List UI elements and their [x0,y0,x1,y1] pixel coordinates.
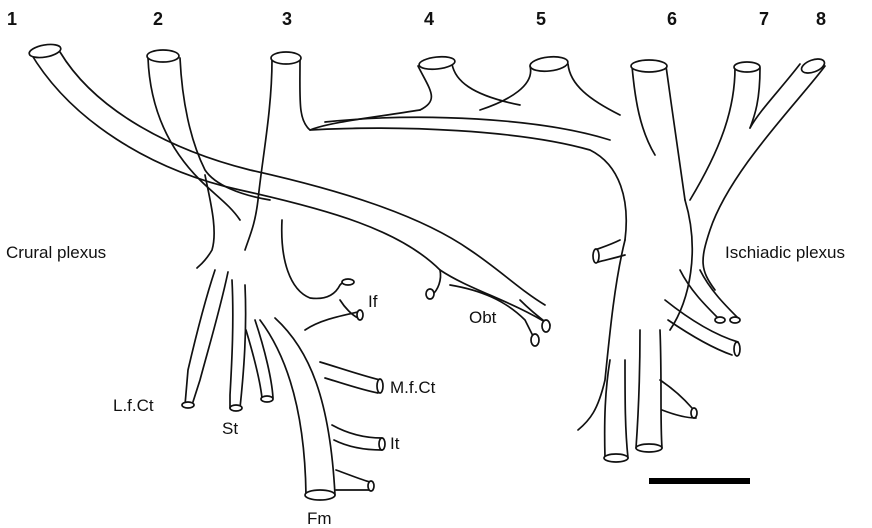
labels: Crural plexus Ischiadic plexus If Obt M.… [6,243,845,528]
lfct-label: L.f.Ct [113,396,154,415]
ischiadic-cut-e1 [715,317,725,323]
fm-cut [305,490,335,500]
fm-label: Fm [307,509,332,528]
lumbosacral-arc [310,128,626,240]
mfct-branch [320,362,380,393]
it-label: It [390,434,400,453]
root-4-cut [418,55,455,71]
crural-lfct-inner [192,272,228,405]
st-cut [230,405,242,411]
it-cut [379,438,385,450]
ischiadic-branch-b [636,330,662,448]
ischiadic-branch-a [605,360,628,458]
ischiadic-cut-e2 [730,317,740,323]
root-5-cut [529,55,568,73]
ischiadic-cut-d [734,342,740,356]
root-4-trunk [418,64,520,110]
root-number-2: 2 [153,9,163,29]
ischiadic-cut-a [604,454,628,462]
ischiadic-trunk-right [670,200,692,330]
root-6-trunk-left [632,66,655,155]
crural-st-branch-inner [240,285,246,408]
crural-left-branch [185,270,215,405]
mfct-label: M.f.Ct [390,378,436,397]
obt-cut-1 [531,334,539,346]
if-branch-upper [282,220,345,298]
root-number-5: 5 [536,9,546,29]
crural-plexus-label: Crural plexus [6,243,106,262]
if-cut-lower [357,310,363,320]
crural-st-branch [230,280,233,408]
root-number-6: 6 [667,9,677,29]
ischiadic-plexus-label: Ischiadic plexus [725,243,845,262]
root-3-trunk [245,60,272,250]
root-numbers: 1 2 3 4 5 6 7 8 [7,9,826,29]
if-cut-upper [342,279,354,285]
root-3-cut [271,52,301,64]
ischiadic-cut-c [691,408,697,418]
crural-left-edge [197,175,214,268]
if-branch-lower [305,300,358,330]
root-2-trunk-right [180,58,270,200]
obt-label: Obt [469,308,497,327]
root-6-trunk-right [666,66,685,200]
root-number-4: 4 [424,9,434,29]
root-8-cut [800,56,827,75]
root-number-3: 3 [282,9,292,29]
crural-plexus-drawing [28,42,550,500]
lfct-cut [182,402,194,408]
ischiadic-branch-d [665,300,738,355]
st-label: St [222,419,238,438]
root-number-8: 8 [816,9,826,29]
ischiadic-trunk-left [578,240,625,430]
fm-small-cut [368,481,374,491]
root-1-cut [28,42,62,59]
it-branch [332,425,382,450]
obt-cut-2 [542,320,550,332]
scale-bar [649,478,750,484]
ischiadic-branch-e [680,270,738,318]
st-side-cut [261,396,273,402]
root-number-1: 1 [7,9,17,29]
mfct-cut [377,379,383,393]
root-6-cut [631,60,667,72]
root-1-trunk [30,52,550,325]
ischiadic-left-cut [593,249,599,263]
root-7-cut [734,62,760,72]
obt-cut-small [426,289,434,299]
ischiadic-cut-b [636,444,662,452]
fm-small-branch [336,470,372,490]
root-2-cut [147,50,179,62]
if-label: If [368,292,378,311]
root-7-trunk [690,68,760,200]
root-number-7: 7 [759,9,769,29]
